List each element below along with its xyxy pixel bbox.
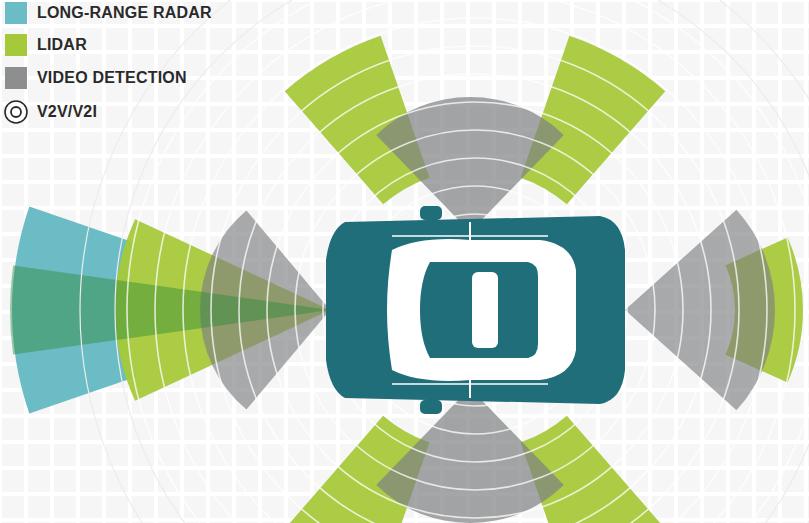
legend-label: LONG-RANGE RADAR <box>37 1 212 25</box>
v2v-symbol-inner <box>11 107 21 117</box>
legend-swatch <box>5 2 27 24</box>
range-rings <box>80 0 809 523</box>
range-ring <box>115 0 809 523</box>
car-roof <box>420 262 538 358</box>
range-ring <box>183 18 767 523</box>
car-top-view <box>326 206 625 414</box>
sunroof <box>472 272 498 348</box>
trim-line <box>392 235 548 237</box>
legend-label: VIDEO DETECTION <box>37 66 187 90</box>
trim-line <box>392 383 548 385</box>
mirror <box>420 206 442 220</box>
range-ring <box>295 130 655 490</box>
v2v-symbol <box>3 99 29 125</box>
range-ring <box>155 0 795 523</box>
range-ring <box>239 74 711 523</box>
range-ring <box>267 102 683 518</box>
legend-label: V2V/V2I <box>37 100 97 124</box>
door-line <box>469 380 471 398</box>
v2v-symbol-outer <box>5 101 27 123</box>
car-cabin-glass <box>387 239 576 381</box>
mirror <box>420 400 442 414</box>
legend-swatch <box>5 67 27 89</box>
door-line <box>469 222 471 240</box>
range-ring <box>211 46 739 523</box>
range-ring <box>127 0 809 523</box>
sensor-wedge <box>376 97 564 232</box>
sensor-wedge <box>376 388 564 523</box>
range-ring <box>80 0 809 523</box>
sensor-wedge <box>10 265 330 354</box>
car-body <box>326 216 625 404</box>
legend-swatch <box>5 34 27 56</box>
legend-label: LIDAR <box>37 33 87 57</box>
range-ring <box>323 158 627 462</box>
